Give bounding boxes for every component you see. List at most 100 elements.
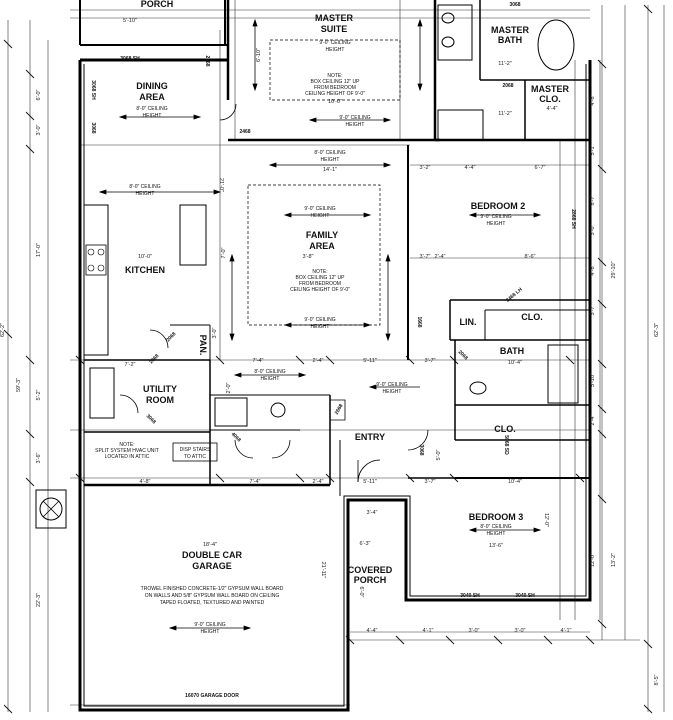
- garage-finish-note-2: ON WALLS AND 5/8" GYPSUM WALL BOARD ON C…: [145, 593, 280, 599]
- door-tag-4068: 4068: [230, 431, 242, 443]
- family-ceiling-note: 9'-0" CEILING: [304, 206, 335, 212]
- family-box-note-2: BOX CEILING 12" UP: [295, 275, 345, 281]
- dim-label: 3'-0": [590, 224, 596, 235]
- bedroom-2-ceiling-note-2: HEIGHT: [487, 221, 506, 227]
- dimension-ticks: [3, 4, 653, 714]
- dim-label: 7'-0": [221, 247, 227, 258]
- dim-label: 3'-0": [469, 628, 480, 634]
- door-tag-3068b: 3068: [509, 2, 520, 8]
- garage-label: DOUBLE CAR: [182, 550, 242, 560]
- master-box-note-3: FROM BEDROOM: [314, 85, 356, 91]
- dim-label: 2'-0": [226, 382, 232, 393]
- dim-label: 4'-8": [140, 479, 151, 485]
- garage-door-tag: 16070 GARAGE DOOR: [185, 693, 239, 699]
- dim-label: 4'-4": [547, 106, 558, 112]
- pantry-label: PAN.: [198, 335, 208, 356]
- bedroom-3-label: BEDROOM 3: [469, 512, 524, 522]
- dim-label: 6'-0": [358, 587, 364, 598]
- dim-label: 13'-6": [489, 543, 503, 549]
- dim-label: 5'-10": [123, 18, 137, 24]
- covered-porch-label: COVERED: [348, 565, 393, 575]
- dim-label: 29'-10": [611, 261, 617, 278]
- garage-ceiling-note: 9'-0" CEILING: [194, 622, 225, 628]
- dim-label: 2'-4": [313, 479, 324, 485]
- dim-label: 3'-7": [425, 358, 436, 364]
- covered-porch-label-2: PORCH: [354, 575, 387, 585]
- hvac-note-3: LOCATED IN ATTIC: [105, 454, 150, 460]
- door-tag-2468: 2468: [239, 129, 250, 135]
- master-box-note: NOTE:: [327, 73, 342, 79]
- utility-label: UTILITY: [143, 384, 177, 394]
- dim-label: 2'-4": [435, 254, 446, 260]
- dining-label-2: AREA: [139, 92, 165, 102]
- door-tag-2068b: 2068: [502, 83, 513, 89]
- dim-label: 3'-0": [212, 327, 218, 338]
- door-tag-2668: 2668: [334, 403, 345, 416]
- attic-stairs-box: [172, 442, 218, 462]
- dim-label: 5'-11": [363, 479, 377, 485]
- door-tag-5068-sd: 5068 SD: [503, 435, 509, 455]
- family-lower-ceiling-note-2: HEIGHT: [311, 324, 330, 330]
- dim-label: 10'-4": [508, 360, 522, 366]
- dim-label: 12'-0": [543, 513, 549, 527]
- attic-stairs-note-2: TO ATTIC: [184, 454, 206, 460]
- dim-label: 11'-2": [498, 111, 512, 117]
- dim-label: 12'-0": [590, 553, 596, 567]
- dim-label: 3'-7": [420, 254, 431, 260]
- dim-label: 2'-4": [313, 358, 324, 364]
- dim-label: 3'-7": [590, 304, 596, 315]
- hall-ceiling-note: 8'-0" CEILING: [314, 150, 345, 156]
- dim-label: 6'-10": [256, 48, 262, 62]
- dim-label: 4'-1": [423, 628, 434, 634]
- family-label-2: AREA: [309, 241, 335, 251]
- door-tag-2068c: 2068: [457, 349, 469, 361]
- notes: 9'-0" CEILING HEIGHT NOTE: BOX CEILING 1…: [90, 2, 576, 699]
- master-bath-label-2: BATH: [498, 35, 522, 45]
- door-tag-3068-sh: 3068 SH: [120, 56, 140, 62]
- dim-label: 7'-2": [125, 362, 136, 368]
- walls: [35, 0, 592, 712]
- door-tag-3068: 3068: [90, 122, 96, 133]
- door-tag-3068c: 3068: [418, 444, 424, 455]
- kitchen-label: KITCHEN: [125, 265, 165, 275]
- door-tag-2068: 2068: [204, 55, 210, 66]
- dim-label: 17'-0": [36, 243, 42, 257]
- bedroom-3-ceiling-note: 8'-0" CEILING: [480, 524, 511, 530]
- kitchen-ceiling-note-2: HEIGHT: [136, 191, 155, 197]
- dim-label: 5'-2": [36, 389, 42, 400]
- dim-label: 3'-7": [425, 479, 436, 485]
- dim-label: 3'-6": [36, 452, 42, 463]
- master-closet-label: MASTER: [531, 84, 570, 94]
- ceiling-arrows: [98, 18, 542, 631]
- attic-stairs-note: DISP STAIRS: [180, 447, 211, 453]
- kitchen-ceiling-note: 8'-0" CEILING: [129, 184, 160, 190]
- dim-label: 8'-6": [525, 254, 536, 260]
- door-tag-3040-sh-2: 3040 SH: [515, 593, 535, 599]
- entry-label: ENTRY: [355, 432, 385, 442]
- dim-label: 11'-2": [498, 61, 512, 67]
- dim-label: 3'-8": [303, 254, 314, 260]
- dim-label: 10'-0": [328, 99, 342, 105]
- dining-ceiling-note-2: HEIGHT: [143, 113, 162, 119]
- utility-hall-ceiling-note-2: HEIGHT: [261, 376, 280, 382]
- dim-label: 21'-11": [320, 562, 326, 579]
- dim-label: 62'-3": [654, 323, 660, 337]
- master-suite-label: MASTER: [315, 13, 354, 23]
- dim-label: 18'-4": [203, 542, 217, 548]
- dim-label: 4'-4": [367, 628, 378, 634]
- hvac-note-2: SPLIT SYSTEM HVAC UNIT: [95, 448, 159, 454]
- master-box-note-4: CEILING HEIGHT OF 9'-0": [305, 91, 365, 97]
- dim-label: 2'-4": [590, 414, 596, 425]
- dim-label: 5'-11": [363, 358, 377, 364]
- utility-label-2: ROOM: [146, 395, 174, 405]
- family-box-note: NOTE:: [312, 269, 327, 275]
- family-box-note-4: CEILING HEIGHT OF 9'-0": [290, 287, 350, 293]
- garage-finish-note: TROWEL FINISHED CONCRETE-1/2" GYPSUM WAL…: [141, 586, 284, 592]
- hvac-note: NOTE:: [119, 442, 134, 448]
- dim-label: 4'-8": [590, 264, 596, 275]
- door-tag-2068d: 2068: [148, 353, 160, 365]
- master-bath-label: MASTER: [491, 25, 530, 35]
- garage-label-2: GARAGE: [192, 561, 232, 571]
- dim-label: 7'-4": [250, 479, 261, 485]
- door-tag-1668: 1668: [416, 316, 422, 327]
